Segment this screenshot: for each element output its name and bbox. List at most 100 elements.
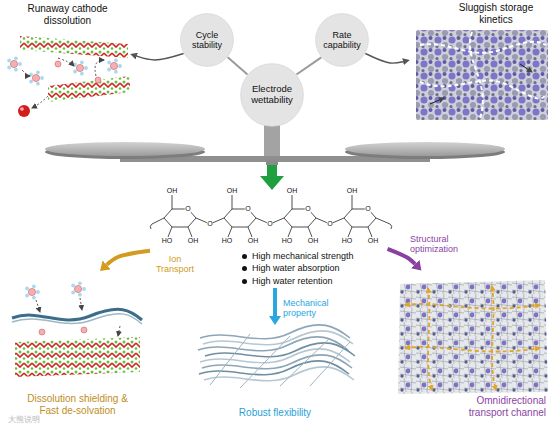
text-group: Sluggish storage kinetics — [450, 2, 542, 25]
chem-atom: OH — [286, 187, 298, 195]
dissolution-shielding-illustration — [12, 281, 142, 377]
circle-shape — [181, 14, 234, 67]
chem-atom: OH — [187, 237, 199, 245]
dissolved-ion — [18, 105, 30, 117]
dotted-arrow — [80, 298, 82, 310]
ion — [81, 327, 87, 333]
scale-pan — [45, 142, 205, 156]
node-text: Omnidirectional transport channel — [450, 395, 546, 418]
dotted-arrow — [22, 70, 30, 76]
fiber — [204, 367, 354, 381]
ion-transport-arrow — [107, 251, 150, 265]
pointer-arrow — [365, 54, 403, 64]
text-group: Omnidirectional transport channel — [450, 395, 546, 418]
chem-atom: HO — [221, 237, 233, 245]
channel-arrow — [405, 347, 540, 352]
chem-atom: OH — [307, 237, 319, 245]
chem-atom: OH — [367, 237, 379, 245]
chem-atom: OH — [226, 187, 238, 195]
highlight — [20, 107, 24, 111]
linkage — [196, 218, 224, 224]
solvated-ion — [71, 281, 86, 296]
chain-end — [150, 218, 164, 229]
pointer-arrow — [137, 54, 184, 61]
cathode-layer — [15, 337, 140, 377]
cathode-layer — [20, 36, 128, 58]
circle-outline — [315, 13, 369, 67]
node-text: Dissolution shielding & Fast de-solvatio… — [23, 393, 132, 416]
dotted-arrow — [95, 60, 104, 76]
node-text: Electrode wettability — [244, 84, 300, 106]
text-group: Dissolution shielding & Fast de-solvatio… — [23, 393, 132, 416]
sluggish-kinetics-illustration — [416, 30, 548, 120]
fiber-network-illustration — [198, 325, 355, 388]
bullet-item: High mechanical strength — [242, 251, 400, 261]
text-group: Cycle stability — [185, 30, 229, 51]
edge-label: Ion Transport — [150, 254, 200, 275]
chem-atom: OH — [247, 237, 259, 245]
bullet-item: High water absorption — [242, 263, 400, 273]
ion — [95, 77, 101, 83]
circle-outline — [180, 13, 234, 67]
bullet-item: High water retention — [242, 276, 400, 286]
crossing-fiber — [210, 334, 350, 388]
node-text: Rate capability — [320, 30, 364, 51]
chem-atom: HO — [281, 237, 293, 245]
glucose-unit — [344, 195, 376, 237]
illustration-panel: Runaway cathode dissolution — [5, 3, 130, 118]
cathode-dissolution-illustration — [7, 36, 130, 117]
transport-channel-illustration — [398, 280, 548, 394]
text-group: Robust flexibility — [195, 407, 355, 419]
small-arrow — [520, 64, 532, 72]
porous-mesh — [398, 280, 548, 394]
glucose-unit — [284, 195, 316, 237]
linkage — [256, 218, 284, 224]
text-group: Runaway cathode dissolution — [13, 3, 122, 26]
edge-label: Mechanical property — [283, 298, 353, 319]
dotted-arrow — [58, 58, 74, 66]
ion — [39, 329, 45, 335]
channel-arrow — [405, 304, 540, 309]
cellulose-panel: High mechanical strengthHigh water absor… — [150, 190, 400, 288]
mechanical-arrow — [273, 288, 277, 316]
link-line — [297, 57, 322, 74]
node-text: Sluggish storage kinetics — [450, 2, 542, 25]
channel-arrow — [428, 288, 432, 390]
node-text: Robust flexibility — [195, 407, 355, 419]
cellulose-fiber — [12, 314, 142, 324]
small-arrow — [430, 98, 444, 104]
cellulose-structure — [150, 195, 392, 237]
circle-outline — [240, 63, 304, 127]
channel-arrow — [492, 286, 496, 390]
chem-atom: OH — [166, 187, 178, 195]
cathode-layer — [48, 76, 130, 102]
central-circle: Electrode wettability — [240, 63, 304, 127]
fiber — [205, 343, 355, 357]
circle-shape — [316, 14, 369, 67]
linkage — [316, 218, 344, 224]
chem-atom: HO — [161, 237, 173, 245]
circle-shape — [241, 64, 304, 127]
glucose-unit — [164, 195, 196, 237]
transport-path — [470, 32, 483, 118]
chem-atom: OH — [346, 187, 358, 195]
property-circle: Cycle stability — [180, 13, 234, 67]
text-group: High mechanical strengthHigh water absor… — [242, 251, 400, 288]
chem-atom: HO — [341, 237, 353, 245]
watermark: 大熊说明 — [8, 414, 40, 425]
solvated-ion — [7, 56, 22, 71]
structural-arrow — [388, 249, 416, 264]
solvated-ion — [73, 60, 88, 75]
node-text: Cycle stability — [185, 30, 229, 51]
text-group: Rate capability — [320, 30, 364, 51]
solvated-ion — [107, 58, 122, 73]
dotted-arrow — [36, 300, 40, 312]
particle-electrode — [416, 30, 548, 120]
scale-pillar — [264, 118, 280, 158]
link-line — [228, 57, 248, 74]
dotted-arrow — [32, 96, 48, 108]
solvated-ion — [29, 70, 44, 85]
chain-end — [376, 218, 392, 229]
